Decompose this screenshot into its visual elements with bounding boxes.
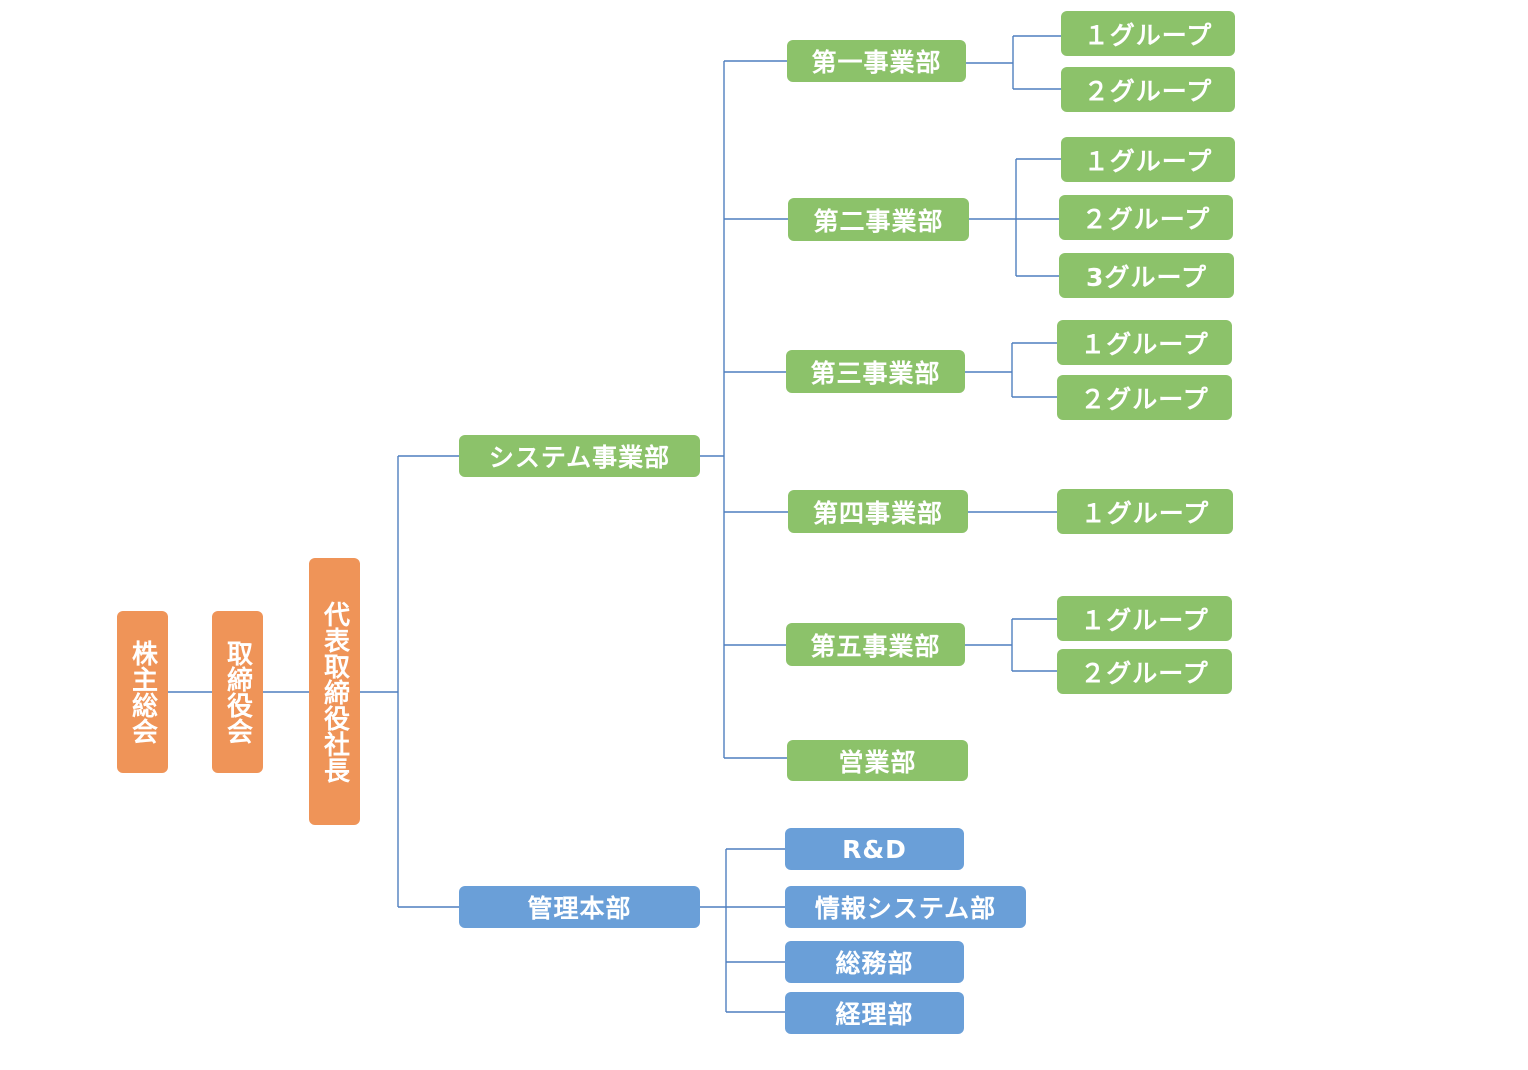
- system-division-label: システム事業部: [488, 443, 671, 472]
- dept2-group3-box: 3グループ: [1059, 253, 1234, 298]
- dept1-box: 第一事業部: [787, 40, 966, 82]
- dept3-group1-label: １グループ: [1080, 329, 1209, 359]
- dept2-group1-label: １グループ: [1083, 146, 1213, 176]
- accounting-box: 経理部: [785, 992, 964, 1034]
- rnd-box: R&D: [785, 828, 964, 870]
- dept1-group2-box: ２グループ: [1061, 67, 1235, 112]
- info-systems-label: 情報システム部: [814, 894, 997, 923]
- dept2-group2-label: ２グループ: [1081, 204, 1211, 234]
- dept5-group1-box: １グループ: [1057, 596, 1232, 641]
- dept1-label: 第一事業部: [811, 48, 942, 77]
- board-of-directors-label: 取締役会: [222, 640, 253, 744]
- dept5-group2-box: ２グループ: [1057, 649, 1232, 694]
- general-affairs-label: 総務部: [835, 949, 914, 978]
- sales-dept-label: 営業部: [838, 747, 917, 777]
- dept4-group1-label: １グループ: [1080, 498, 1210, 528]
- shareholders-meeting-box: 株主総会: [117, 611, 168, 773]
- dept1-group1-label: １グループ: [1083, 20, 1213, 50]
- dept3-group1-box: １グループ: [1057, 320, 1232, 365]
- dept5-box: 第五事業部: [786, 623, 965, 666]
- dept1-group2-label: ２グループ: [1083, 76, 1213, 106]
- dept3-group2-label: ２グループ: [1080, 384, 1209, 414]
- general-affairs-box: 総務部: [785, 941, 964, 983]
- admin-hq-box: 管理本部: [459, 886, 700, 928]
- board-of-directors-box: 取締役会: [212, 611, 263, 773]
- dept2-group3-label: 3グループ: [1086, 262, 1207, 292]
- sales-dept-box: 営業部: [787, 740, 968, 781]
- dept2-box: 第二事業部: [788, 198, 969, 241]
- president-box: 代表取締役社長: [309, 558, 360, 825]
- rnd-label: R&D: [842, 834, 907, 864]
- dept5-label: 第五事業部: [810, 631, 941, 661]
- dept2-label: 第二事業部: [813, 206, 944, 236]
- dept1-group1-box: １グループ: [1061, 11, 1235, 56]
- dept5-group1-label: １グループ: [1080, 605, 1209, 635]
- dept2-group1-box: １グループ: [1061, 137, 1235, 182]
- shareholders-meeting-label: 株主総会: [127, 640, 158, 744]
- dept3-label: 第三事業部: [810, 358, 941, 388]
- dept2-group2-box: ２グループ: [1059, 195, 1233, 240]
- dept3-group2-box: ２グループ: [1057, 375, 1232, 420]
- admin-hq-label: 管理本部: [527, 894, 632, 923]
- dept4-label: 第四事業部: [812, 498, 943, 528]
- dept3-box: 第三事業部: [786, 350, 965, 393]
- president-label: 代表取締役社長: [319, 600, 350, 783]
- dept4-group1-box: １グループ: [1057, 489, 1233, 534]
- info-systems-box: 情報システム部: [785, 886, 1026, 928]
- accounting-label: 経理部: [835, 1000, 914, 1029]
- system-division-box: システム事業部: [459, 435, 700, 477]
- dept4-box: 第四事業部: [788, 490, 968, 533]
- dept5-group2-label: ２グループ: [1080, 658, 1209, 688]
